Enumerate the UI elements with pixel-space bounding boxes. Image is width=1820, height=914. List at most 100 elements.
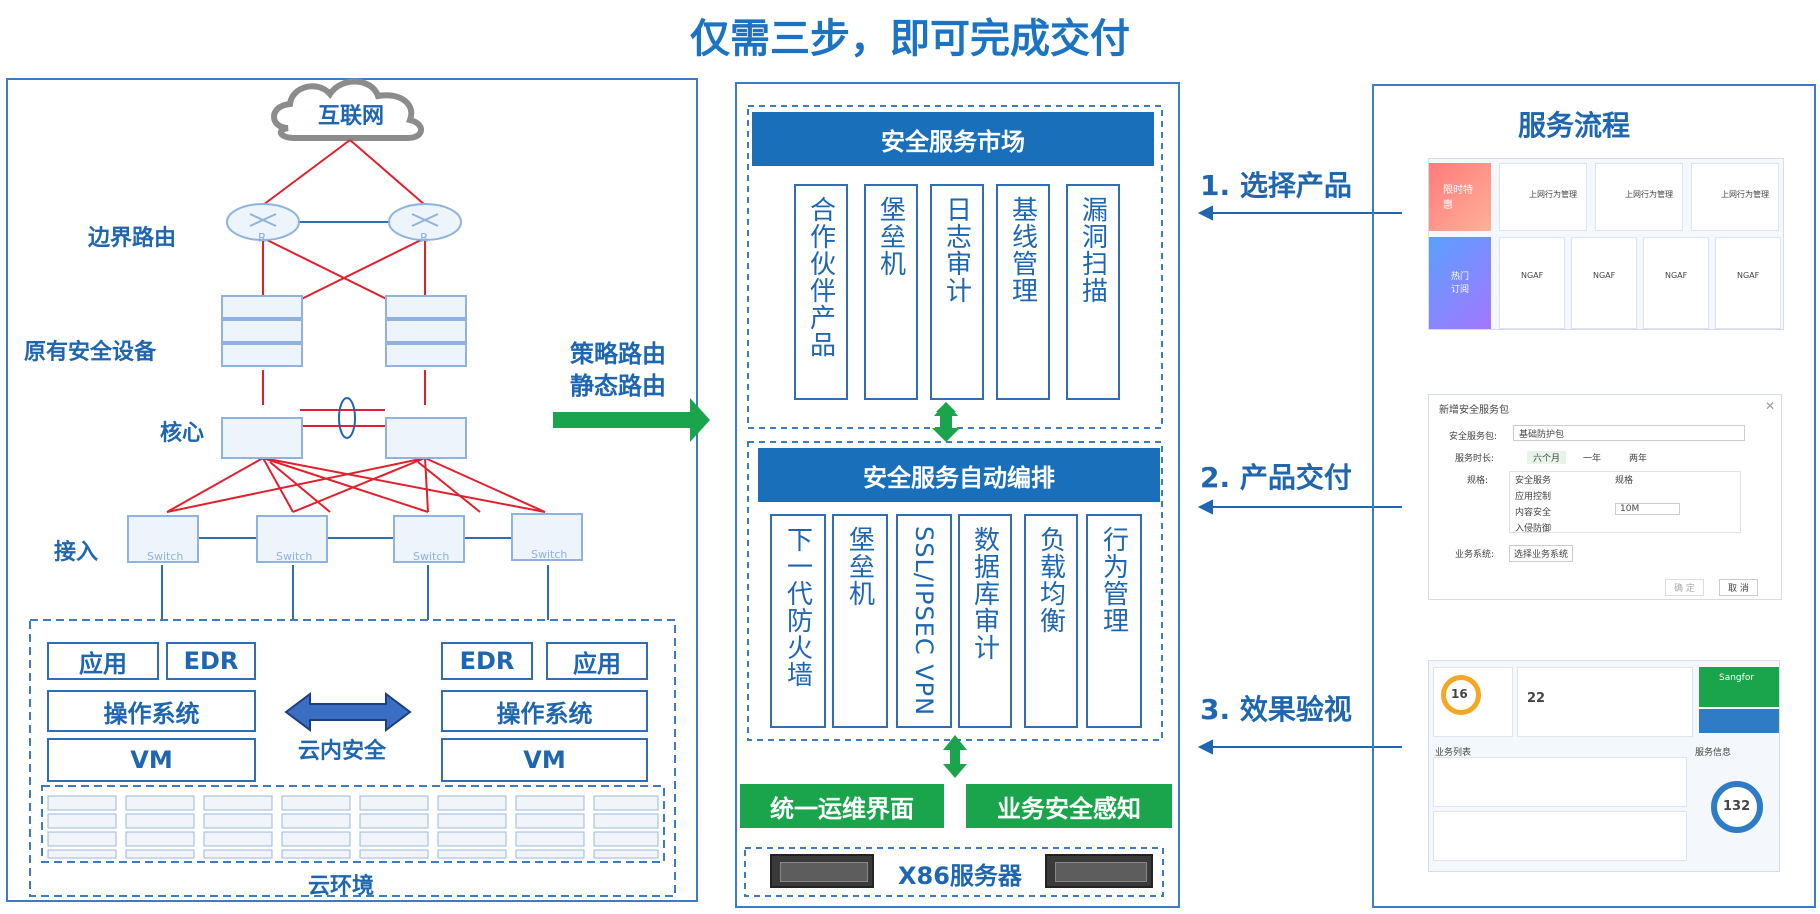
hot-banner xyxy=(1429,237,1491,329)
market-item-baseline: 基线管理 xyxy=(996,184,1050,400)
brand-card-2 xyxy=(1699,709,1779,733)
product-card-small xyxy=(1595,163,1683,231)
orch-item-db-audit: 数据库审计 xyxy=(958,514,1012,728)
security-market-header: 安全服务市场 xyxy=(752,112,1154,166)
border-router-label: 边界路由 xyxy=(88,226,177,251)
platform-panel xyxy=(735,82,1180,908)
ngaf-label: NGAF xyxy=(1737,271,1760,280)
delivery-dialog-screenshot: 新增安全服务包 ✕ 安全服务包: 基础防护包 服务时长: 六个月 一年 两年 规… xyxy=(1428,394,1782,600)
x86-server-label: X86服务器 xyxy=(898,862,1022,890)
pkg-value: 基础防护包 xyxy=(1519,430,1565,440)
orch-item-bastion: 堡垒机 xyxy=(832,514,888,728)
biz-security-awareness: 业务安全感知 xyxy=(966,784,1172,828)
dashboard-screenshot: 16 22 Sangfor 业务列表 服务信息 132 xyxy=(1428,660,1780,872)
gauge-ring xyxy=(1441,675,1481,715)
step-product-delivery: 2. 产品交付 xyxy=(1200,461,1352,494)
ngaf-card xyxy=(1571,237,1637,329)
switch-label-2: Switch xyxy=(276,550,313,563)
core-label: 核心 xyxy=(160,421,205,446)
page-title: 仅需三步，即可完成交付 xyxy=(690,16,1130,62)
product-card-small xyxy=(1691,163,1779,231)
spec-col-service: 安全服务 xyxy=(1515,476,1552,486)
left-edr-box: EDR xyxy=(166,642,256,680)
left-app-box: 应用 xyxy=(47,642,159,680)
count-gauge: 16 xyxy=(1451,687,1468,701)
count-services: 22 xyxy=(1527,691,1546,706)
brand-label: Sangfor xyxy=(1719,673,1755,683)
duration-label: 服务时长: xyxy=(1455,454,1495,464)
spec-label: 规格: xyxy=(1467,476,1489,486)
biz-label: 业务系统: xyxy=(1455,550,1495,560)
right-vm-box: VM xyxy=(441,738,648,782)
ngaf-card xyxy=(1643,237,1709,329)
biz-select-button[interactable]: 选择业务系统 xyxy=(1509,545,1574,562)
internet-cloud-icon xyxy=(271,78,424,141)
promo-banner xyxy=(1429,163,1491,231)
internet-label: 互联网 xyxy=(318,104,385,129)
unified-ops-ui: 统一运维界面 xyxy=(740,784,944,828)
left-vm-box: VM xyxy=(47,738,256,782)
market-item-log-audit: 日志审计 xyxy=(930,184,984,400)
policy-route-label: 策略路由 xyxy=(570,340,666,368)
cloud-security-label: 云内安全 xyxy=(298,739,387,764)
pkg-label: 安全服务包: xyxy=(1449,432,1498,442)
switch-label-4: Switch xyxy=(531,548,568,561)
orch-item-behavior: 行为管理 xyxy=(1086,514,1142,728)
count-total: 132 xyxy=(1723,799,1751,814)
spec-row: 应用控制 xyxy=(1515,492,1552,502)
market-item-bastion: 堡垒机 xyxy=(864,184,918,400)
product-name-small: 上网行为管理 xyxy=(1529,190,1577,199)
dialog-title: 新增安全服务包 xyxy=(1439,405,1509,416)
cloud-env-label: 云环境 xyxy=(308,874,375,899)
router-letter-right: R xyxy=(420,231,429,245)
hot-label: 热门订阅 xyxy=(1451,272,1470,295)
right-os-box: 操作系统 xyxy=(441,690,648,732)
server-image-right xyxy=(1045,854,1153,888)
list-title: 业务列表 xyxy=(1435,748,1472,758)
service-flow-panel xyxy=(1372,84,1816,908)
access-label: 接入 xyxy=(54,540,99,565)
product-name-small: 上网行为管理 xyxy=(1625,190,1673,199)
right-app-box: 应用 xyxy=(546,642,648,680)
pkg-select[interactable] xyxy=(1513,425,1745,441)
promo-label: 限时特惠 xyxy=(1443,185,1473,211)
ok-button[interactable]: 确 定 xyxy=(1665,579,1704,596)
spec-col-size: 规格 xyxy=(1615,476,1634,486)
brand-card xyxy=(1699,667,1779,707)
spec-row: 入侵防御 xyxy=(1515,524,1552,534)
duration-option[interactable]: 一年 xyxy=(1583,454,1602,464)
ngaf-card xyxy=(1499,237,1565,329)
marketplace-screenshot: 限时特惠 上网行为管理 上网行为管理 上网行为管理 热门订阅 NGAF NGAF… xyxy=(1428,158,1784,330)
service-flow-title: 服务流程 xyxy=(1518,109,1631,142)
ngaf-label: NGAF xyxy=(1521,271,1544,280)
ngaf-card xyxy=(1715,237,1781,329)
step-select-product: 1. 选择产品 xyxy=(1200,169,1352,202)
duration-option-selected[interactable]: 六个月 xyxy=(1527,451,1567,464)
spec-table xyxy=(1509,471,1741,533)
product-name-small: 上网行为管理 xyxy=(1721,190,1769,199)
orch-item-load-balance: 负载均衡 xyxy=(1024,514,1078,728)
close-icon[interactable]: ✕ xyxy=(1765,399,1776,413)
orchestration-header: 安全服务自动编排 xyxy=(758,448,1160,502)
market-item-partner: 合作伙伴产品 xyxy=(794,184,848,400)
list-row xyxy=(1433,757,1687,807)
left-os-box: 操作系统 xyxy=(47,690,256,732)
server-bay-icon xyxy=(1055,862,1147,882)
switch-label-1: Switch xyxy=(147,550,184,563)
cancel-button[interactable]: 取 消 xyxy=(1719,579,1758,596)
ngaf-label: NGAF xyxy=(1665,271,1688,280)
server-bay-icon xyxy=(780,862,868,882)
duration-option[interactable]: 两年 xyxy=(1629,454,1648,464)
spec-value-select[interactable]: 10M xyxy=(1615,503,1681,515)
product-card-small xyxy=(1499,163,1587,231)
summary-card xyxy=(1517,667,1693,737)
right-edr-box: EDR xyxy=(441,642,533,680)
list-row xyxy=(1433,811,1687,861)
router-letter-left: R xyxy=(258,231,267,245)
total-ring xyxy=(1711,781,1763,833)
static-route-label: 静态路由 xyxy=(570,372,666,400)
spec-row: 内容安全 xyxy=(1515,508,1552,518)
service-title: 服务信息 xyxy=(1695,748,1732,758)
orch-item-ngfw: 下一代防火墙 xyxy=(770,514,826,728)
